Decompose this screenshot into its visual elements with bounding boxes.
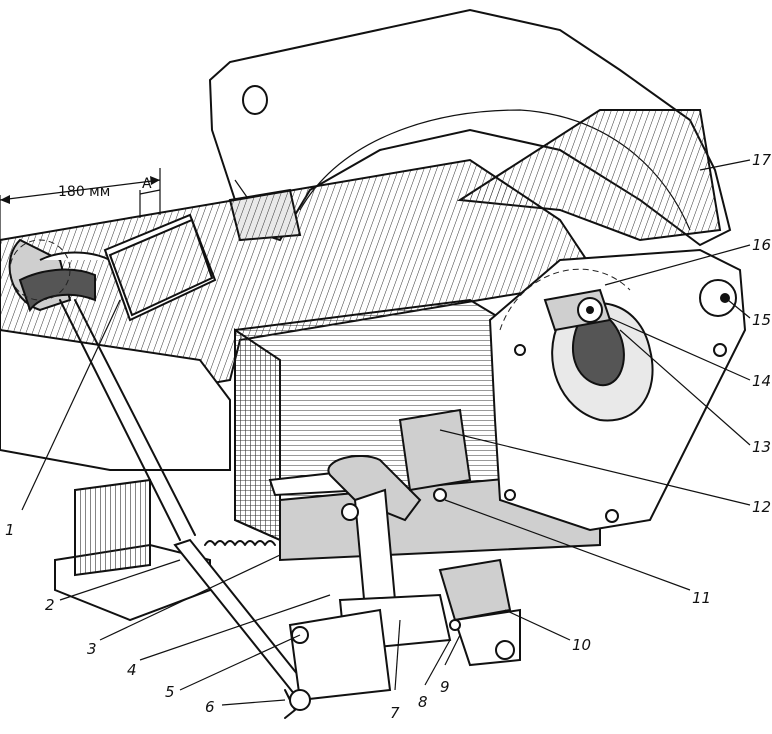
pedal-travel-dimension: 180 мм [58, 184, 110, 200]
callout-6: 6 [205, 698, 215, 716]
callout-4: 4 [127, 661, 137, 679]
callout-3: 3 [87, 640, 97, 658]
callout-1: 1 [5, 521, 15, 539]
callout-11: 11 [692, 589, 711, 607]
dimension-annotations: 180 мм А [0, 168, 161, 301]
return-spring [204, 540, 276, 546]
callout-17: 17 [752, 151, 772, 169]
mounting-hole [242, 85, 268, 115]
callout-5: 5 [165, 683, 175, 701]
free-play-dimension: А [142, 176, 152, 192]
pedal-pad [103, 213, 217, 322]
callout-15: 15 [752, 311, 771, 329]
callout-12: 12 [752, 498, 771, 516]
pivot-boss [699, 279, 737, 317]
callout-9: 9 [440, 678, 450, 696]
callout-13: 13 [752, 438, 771, 456]
callout-14: 14 [752, 372, 771, 390]
clutch-pedal [8, 213, 217, 541]
callout-10: 10 [572, 636, 591, 654]
callout-16: 16 [752, 236, 771, 254]
callout-2: 2 [45, 596, 55, 614]
callout-lines [21, 159, 751, 706]
callout-8: 8 [418, 693, 428, 711]
callout-7: 7 [390, 704, 400, 722]
linkage [173, 408, 521, 719]
callout-labels: 1 2 3 4 5 6 7 8 9 10 11 12 13 14 15 16 1… [5, 151, 772, 722]
pedal-bracket [54, 478, 211, 622]
release-fork [499, 268, 631, 332]
cover-plate [488, 248, 747, 532]
